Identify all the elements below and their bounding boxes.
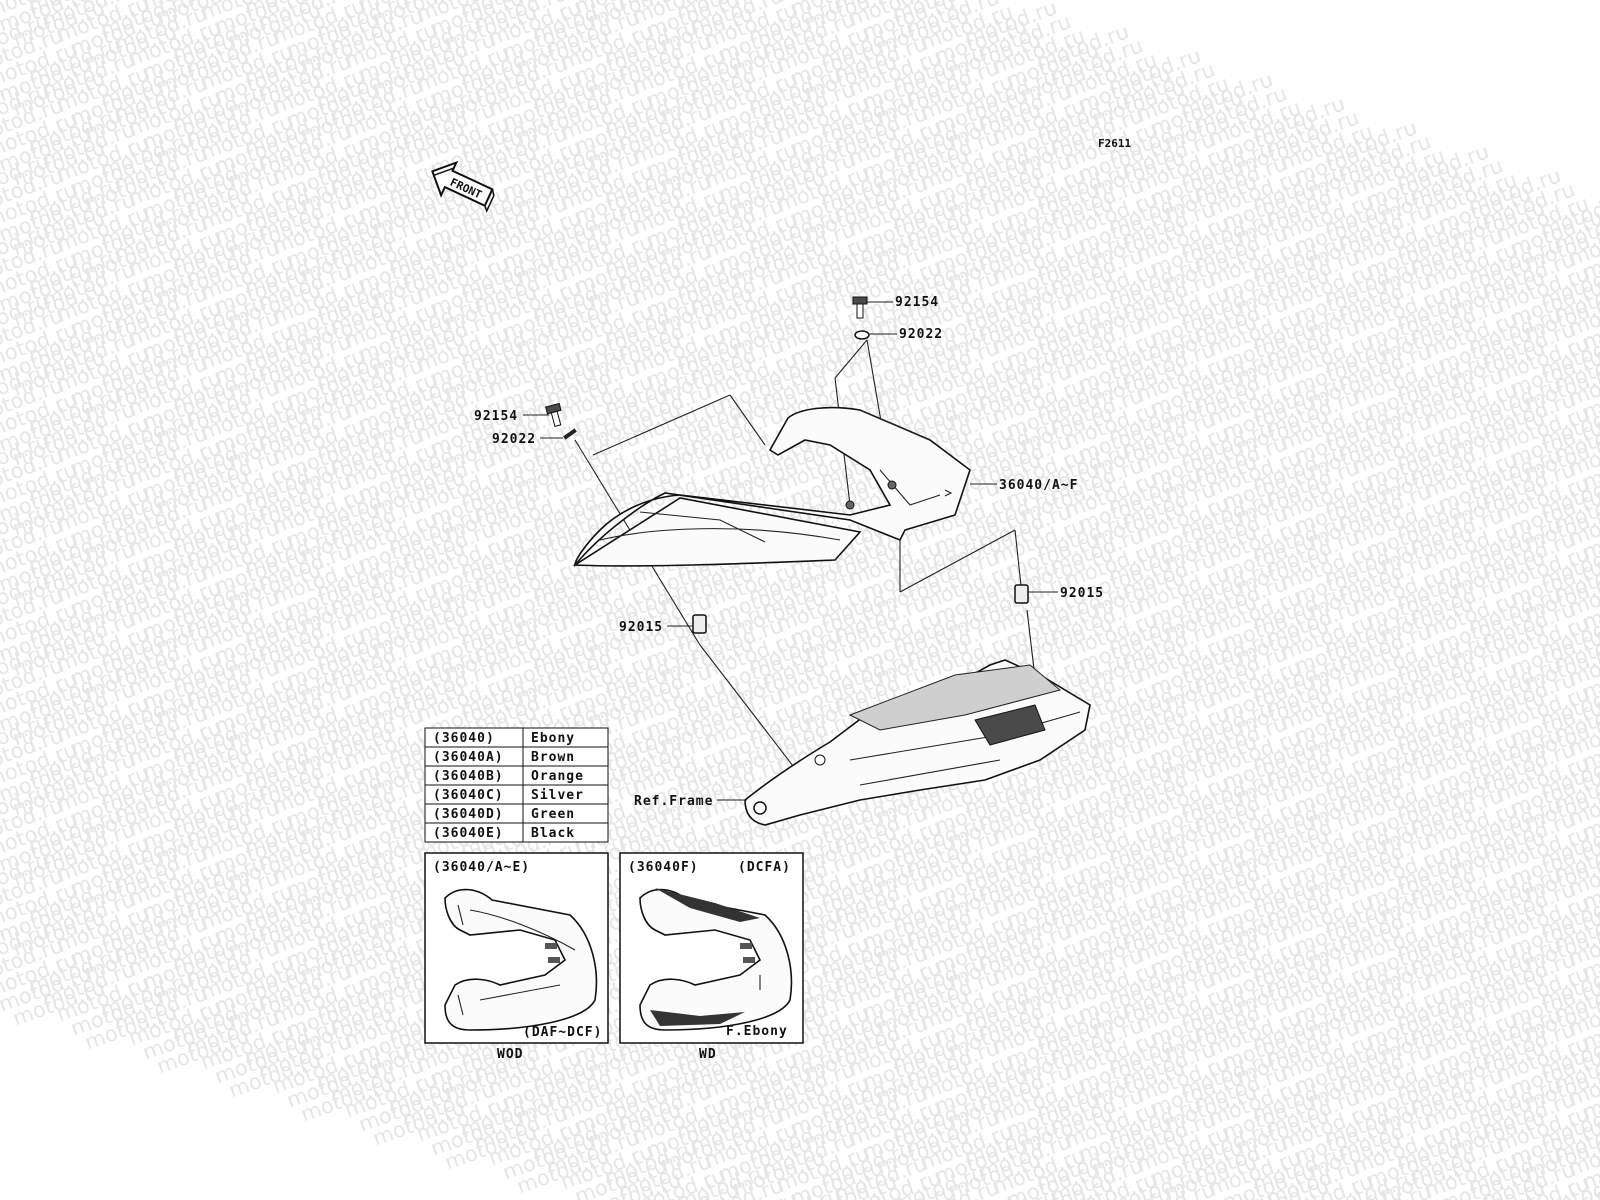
box-right-tag: (DCFA) bbox=[738, 860, 791, 875]
color-table-color: Brown bbox=[531, 750, 575, 765]
box-left-caption: WOD bbox=[497, 1047, 523, 1062]
figure-id: F2611 bbox=[1098, 137, 1131, 150]
box-right-note: F.Ebony bbox=[726, 1024, 788, 1039]
grommet-left-icon bbox=[692, 614, 707, 634]
color-table: (36040) Ebony (36040A) Brown (36040B) Orange (… bbox=[424, 727, 609, 843]
svg-text:92022: 92022 bbox=[899, 327, 943, 342]
color-table-color: Ebony bbox=[531, 731, 575, 746]
color-table-color: Black bbox=[531, 826, 575, 841]
color-table-code: (36040D) bbox=[433, 807, 504, 822]
svg-text:92015: 92015 bbox=[1060, 586, 1104, 601]
svg-text:Ref.Frame: Ref.Frame bbox=[634, 794, 713, 809]
variant-box-right: (36040F) (DCFA) F.Ebony WD bbox=[619, 852, 804, 1062]
color-table-code: (36040) bbox=[433, 731, 495, 746]
svg-text:92015: 92015 bbox=[619, 620, 663, 635]
box-left-title: (36040/A~E) bbox=[433, 860, 530, 875]
svg-text:36040/A~F: 36040/A~F bbox=[999, 478, 1078, 493]
washer-right-icon bbox=[854, 330, 870, 340]
color-table-color: Silver bbox=[531, 788, 584, 803]
color-table-code: (36040B) bbox=[433, 769, 504, 784]
color-table-color: Green bbox=[531, 807, 575, 822]
color-table-color: Orange bbox=[531, 769, 584, 784]
box-left-note: (DAF~DCF) bbox=[523, 1025, 602, 1040]
svg-text:92154: 92154 bbox=[895, 295, 939, 310]
box-right-caption: WD bbox=[699, 1047, 717, 1062]
variant-box-left: (36040/A~E) (DAF~DCF) WOD bbox=[424, 852, 609, 1062]
color-table-code: (36040A) bbox=[433, 750, 504, 765]
box-right-title: (36040F) bbox=[628, 860, 699, 875]
color-table-code: (36040C) bbox=[433, 788, 504, 803]
svg-text:92022: 92022 bbox=[492, 432, 536, 447]
color-table-code: (36040E) bbox=[433, 826, 504, 841]
svg-text:92154: 92154 bbox=[474, 409, 518, 424]
grommet-right-icon bbox=[1014, 584, 1029, 604]
